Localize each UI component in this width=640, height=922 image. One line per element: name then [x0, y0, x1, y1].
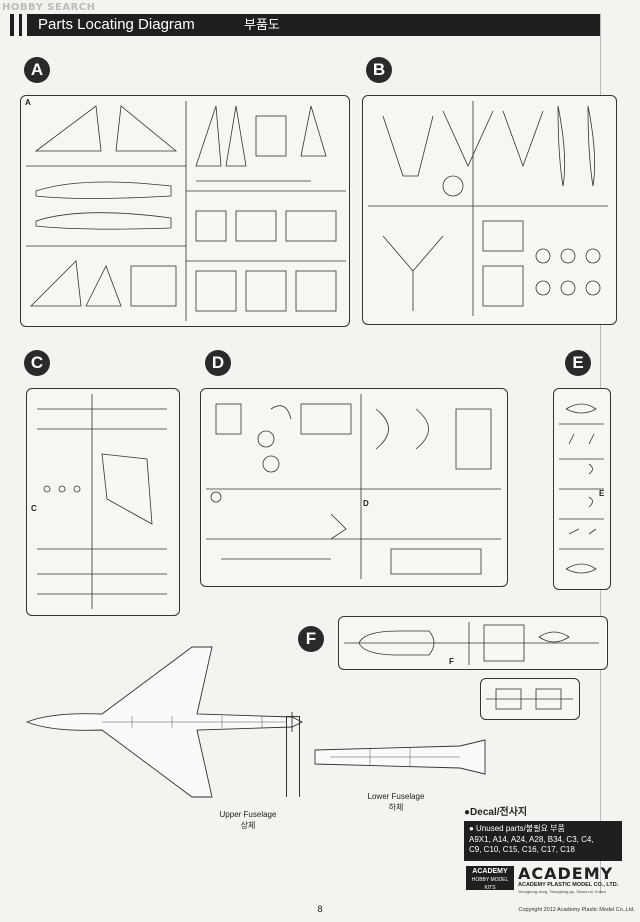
- sprue-letter-d: D: [205, 350, 231, 376]
- step-number-icon: [14, 14, 32, 36]
- page-title: Parts Locating Diagram: [38, 16, 195, 33]
- header-bar: [10, 14, 600, 36]
- sprue-d-tag: D: [363, 499, 369, 508]
- sprue-a-diagram: A: [20, 95, 350, 327]
- sprue-e-parts-drawing: [559, 403, 604, 574]
- sprue-f-sub-parts-drawing: [486, 688, 573, 710]
- sprue-a-parts-drawing: [26, 101, 346, 321]
- decal-label: ●Decal/전사지: [464, 807, 528, 818]
- hobby-kits-logo: ACADEMY HOBBY MODEL KITS: [466, 866, 514, 891]
- sprue-d-parts-drawing: [206, 394, 501, 579]
- sprue-d-diagram: D: [200, 388, 508, 587]
- sprue-c-diagram: C: [26, 388, 180, 616]
- upper-fuselage-label-korean: 상체: [240, 821, 256, 830]
- sprue-f-tag: F: [449, 657, 454, 666]
- company-name: ACADEMY PLASTIC MODEL CO., LTD.: [518, 882, 619, 888]
- sprue-e-diagram: E: [553, 388, 611, 590]
- page-number: 8: [317, 904, 323, 914]
- sprue-letter-e: E: [565, 350, 591, 376]
- upper-fuselage-shape: [25, 646, 304, 798]
- upper-fuselage-label: Upper Fuselage: [219, 810, 277, 819]
- sprue-letter-b: B: [366, 57, 392, 83]
- upper-fuselage-drawing: [22, 642, 312, 802]
- hobby-kits-logo-top: ACADEMY: [472, 868, 508, 875]
- company-address: Yeongtong-dong, Yeongtong-gu, Suwon-si, …: [518, 889, 606, 894]
- sprue-c-tag: C: [31, 504, 37, 513]
- sprue-f-diagram: F: [338, 616, 608, 670]
- sprue-b-diagram: [362, 95, 617, 325]
- sprue-letter-a: A: [24, 57, 50, 83]
- copyright-text: Copyright 2012 Academy Plastic Model Co.…: [518, 907, 635, 913]
- academy-logo: ACADEMY: [518, 864, 614, 883]
- sprue-e-tag: E: [599, 489, 605, 498]
- fuselage-sprue-gate: [286, 716, 300, 797]
- sprue-c-parts-drawing: [37, 394, 167, 609]
- unused-parts-title: ● Unused parts/불필요 부품: [469, 824, 565, 833]
- lower-fuselage-drawing: [310, 732, 490, 782]
- sprue-f-subframe: [480, 678, 580, 720]
- sprue-b-parts-drawing: [368, 101, 608, 316]
- unused-parts-line-2: C9, C10, C15, C16, C17, C18: [469, 845, 575, 854]
- unused-parts-box: ● Unused parts/불필요 부품 A9X1, A14, A24, A2…: [464, 821, 622, 861]
- unused-parts-line-1: A9X1, A14, A24, A28, B34, C3, C4,: [469, 834, 594, 844]
- page-title-korean: 부품도: [244, 17, 280, 32]
- sprue-f-parts-drawing: [344, 622, 599, 665]
- sprue-a-tag: A: [25, 98, 31, 107]
- lower-fuselage-label: Lower Fuselage: [367, 792, 425, 801]
- sprue-letter-f: F: [298, 626, 324, 652]
- watermark-text: HOBBY SEARCH: [2, 2, 96, 13]
- hobby-kits-logo-bottom: HOBBY MODEL KITS: [471, 877, 509, 891]
- lower-fuselage-label-korean: 하체: [388, 803, 404, 812]
- lower-fuselage-shape: [314, 739, 486, 775]
- sprue-letter-c: C: [24, 350, 50, 376]
